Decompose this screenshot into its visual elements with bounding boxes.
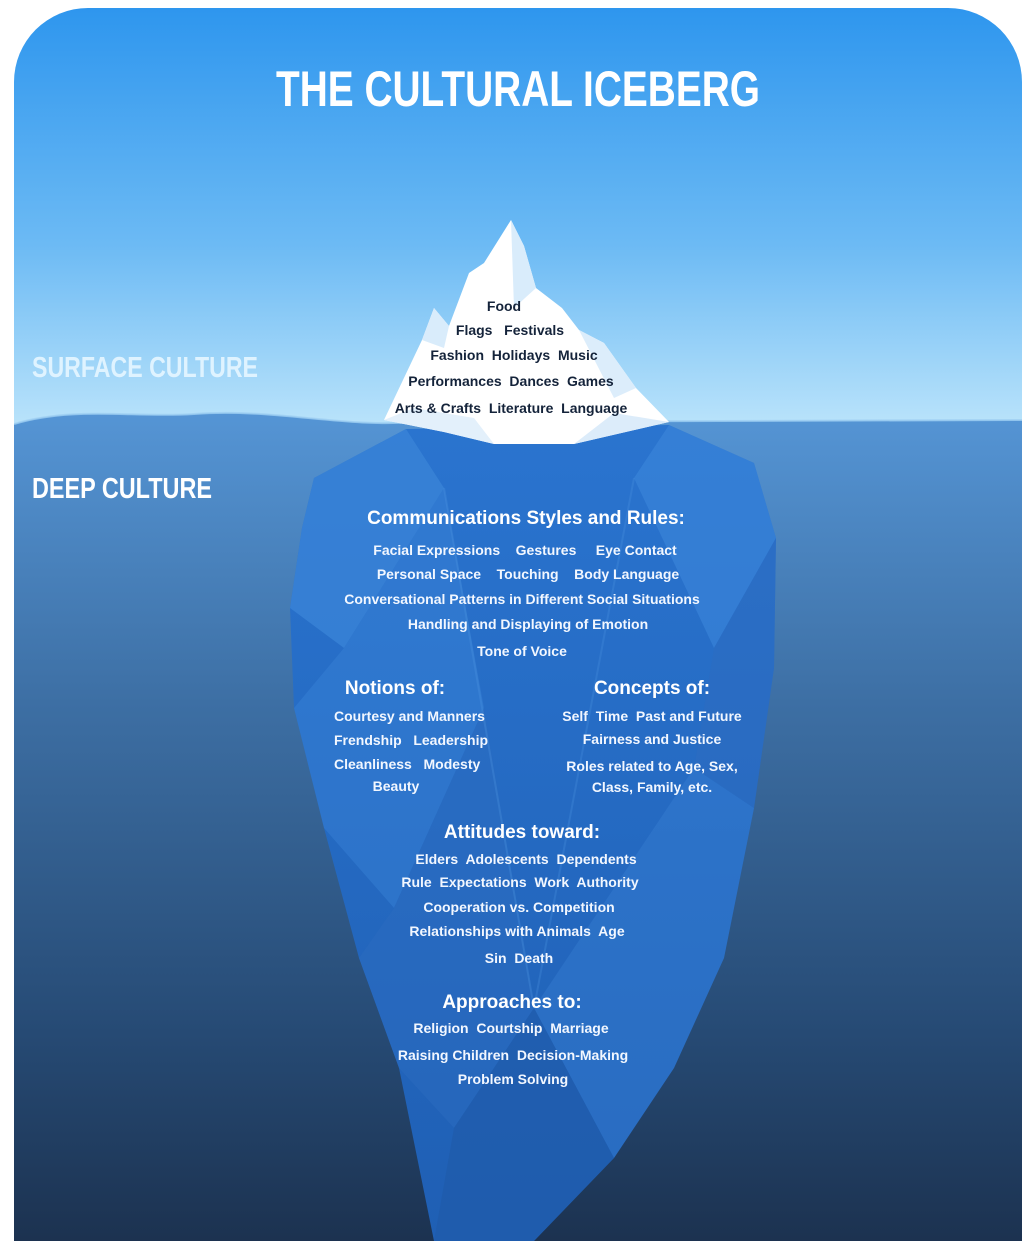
communication-line: Personal Space Touching Body Language	[377, 566, 680, 582]
iceberg-underwater	[290, 425, 776, 1241]
approaches-heading: Approaches to:	[442, 992, 581, 1013]
notions-heading: Notions of:	[345, 678, 445, 699]
approaches-line: Raising Children Decision-Making	[398, 1047, 628, 1063]
attitudes-heading: Attitudes toward:	[444, 822, 600, 843]
surface-culture-label: SURFACE CULTURE	[32, 352, 258, 384]
attitudes-line: Cooperation vs. Competition	[423, 899, 614, 915]
attitudes-line: Relationships with Animals Age	[409, 923, 624, 939]
infographic-panel: THE CULTURAL ICEBERG SURFACE CULTURE DEE…	[14, 8, 1022, 1241]
surface-item: Flags Festivals	[456, 322, 564, 338]
approaches-line: Problem Solving	[458, 1071, 568, 1087]
communication-line: Tone of Voice	[477, 643, 567, 659]
concepts-line: Class, Family, etc.	[592, 779, 712, 795]
communication-line: Conversational Patterns in Different Soc…	[344, 591, 700, 607]
notions-line: Frendship Leadership	[334, 732, 488, 748]
concepts-line: Self Time Past and Future	[562, 708, 742, 724]
concepts-section: Concepts of: Self Time Past and Future F…	[562, 678, 742, 795]
surface-item: Food	[487, 298, 521, 314]
communication-heading: Communications Styles and Rules:	[367, 508, 685, 529]
waterline	[14, 411, 1022, 425]
concepts-line: Fairness and Justice	[583, 731, 722, 747]
communication-section: Communications Styles and Rules: Facial …	[344, 508, 700, 659]
iceberg-tip	[384, 220, 669, 444]
communication-line: Handling and Displaying of Emotion	[408, 616, 648, 632]
page-title: THE CULTURAL ICEBERG	[276, 61, 760, 117]
attitudes-line: Rule Expectations Work Authority	[401, 874, 638, 890]
notions-line: Courtesy and Manners	[334, 708, 485, 724]
notions-line: Beauty	[373, 778, 420, 794]
surface-item: Performances Dances Games	[408, 373, 614, 389]
surface-item: Arts & Crafts Literature Language	[395, 400, 628, 416]
deep-culture-label: DEEP CULTURE	[32, 473, 212, 505]
notions-section: Notions of: Courtesy and Manners Frendsh…	[334, 678, 488, 794]
notions-line: Cleanliness Modesty	[334, 756, 480, 772]
surface-item: Fashion Holidays Music	[430, 347, 597, 363]
surface-items: Food Flags Festivals Fashion Holidays Mu…	[395, 298, 628, 416]
attitudes-line: Sin Death	[485, 950, 553, 966]
approaches-section: Approaches to: Religion Courtship Marria…	[398, 992, 628, 1087]
concepts-line: Roles related to Age, Sex,	[566, 758, 737, 774]
iceberg-canvas: THE CULTURAL ICEBERG SURFACE CULTURE DEE…	[14, 8, 1022, 1241]
approaches-line: Religion Courtship Marriage	[413, 1020, 608, 1036]
attitudes-section: Attitudes toward: Elders Adolescents Dep…	[401, 822, 638, 966]
concepts-heading: Concepts of:	[594, 678, 710, 699]
communication-line: Facial Expressions Gestures Eye Contact	[373, 542, 677, 558]
attitudes-line: Elders Adolescents Dependents	[415, 851, 636, 867]
